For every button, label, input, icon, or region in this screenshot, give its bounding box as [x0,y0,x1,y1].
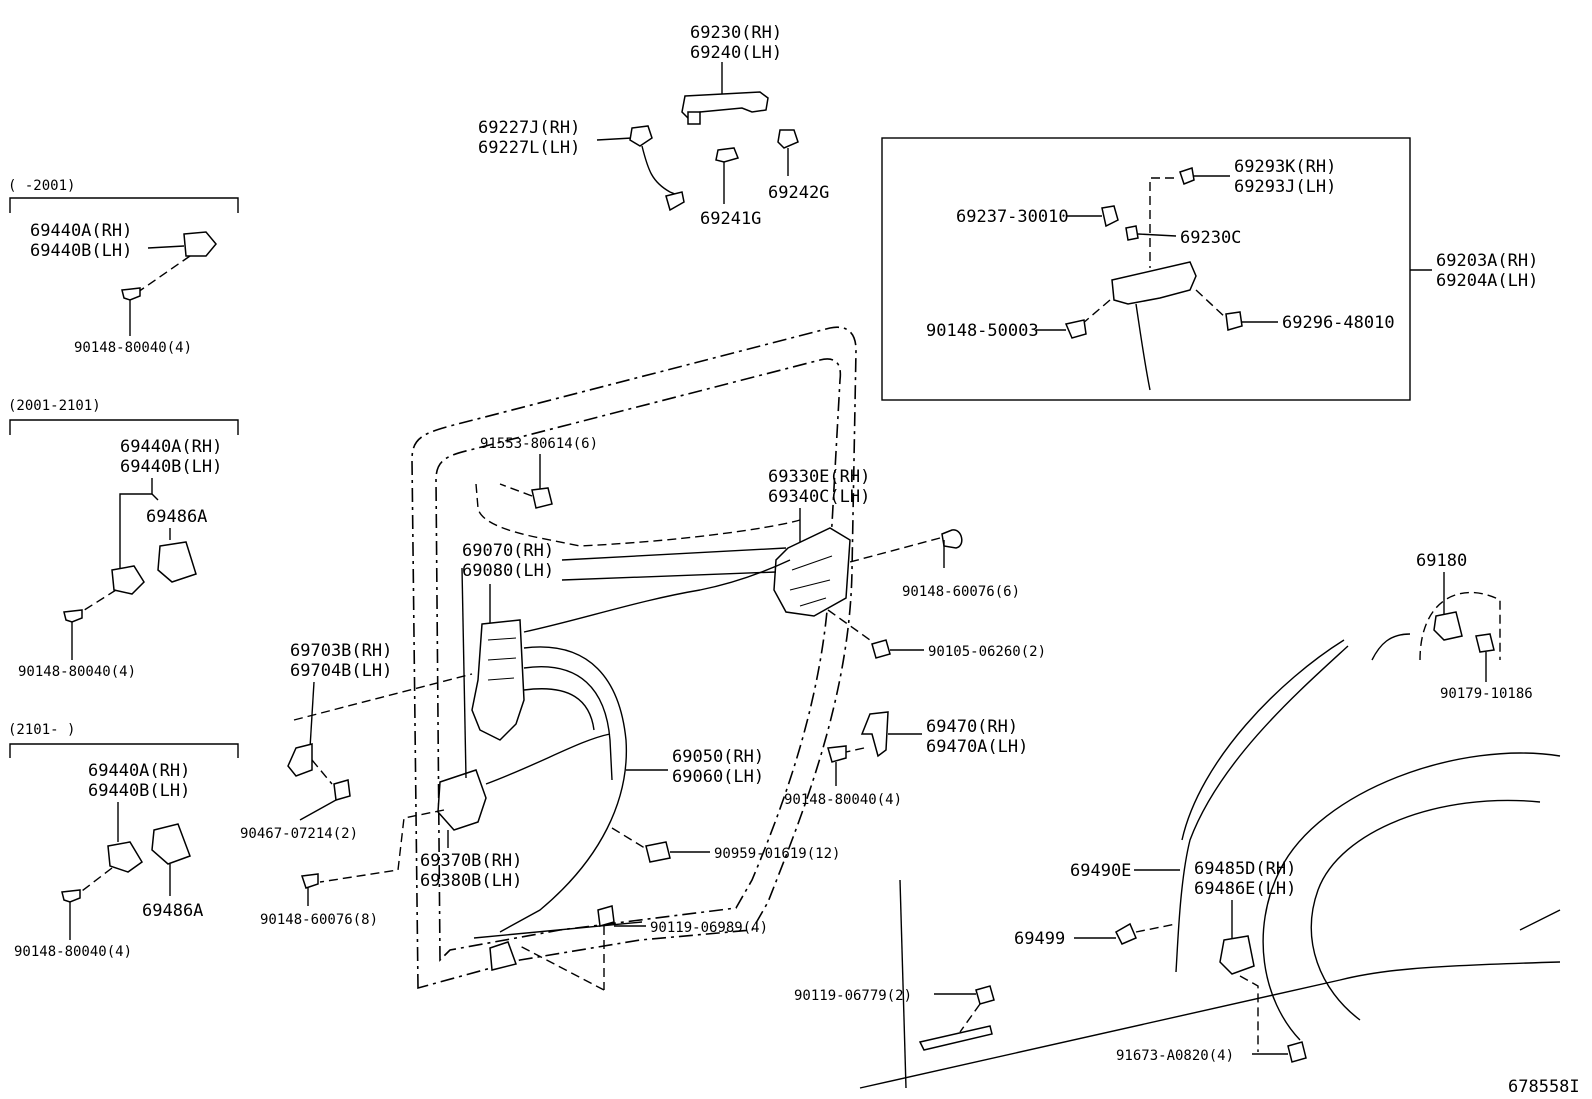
gasket-69486A-2 [157,541,197,583]
bolt-91673 [1287,1041,1307,1063]
label-69499[interactable]: 69499 [1014,929,1065,949]
label-69370B[interactable]: 69370B(RH) [420,851,522,871]
range-label-1[interactable]: ( -2001) [8,178,75,194]
label-69230[interactable]: 69230(RH) [690,23,782,43]
label-69050[interactable]: 69050(RH) [672,747,764,767]
bolt-91553 [531,487,553,509]
label-69330E[interactable]: 69330E(RH) [768,467,870,487]
label-69485D[interactable]: 69485D(RH) [1194,859,1296,879]
clip-69499 [1115,922,1137,945]
label-69230C[interactable]: 69230C [1180,228,1241,248]
bolt-90105 [871,639,891,659]
label-69440B-2[interactable]: 69440B(LH) [120,457,222,477]
label-69470[interactable]: 69470(RH) [926,717,1018,737]
label-69241G[interactable]: 69241G [700,209,761,229]
label-90119-06989[interactable]: 90119-06989(4) [650,920,768,936]
label-69486A-3[interactable]: 69486A [142,901,203,921]
label-69293K[interactable]: 69293K(RH) [1234,157,1336,177]
label-69227J[interactable]: 69227J(RH) [478,118,580,138]
label-90148-50003[interactable]: 90148-50003 [926,321,1039,341]
label-90148-60076-8[interactable]: 90148-60076(8) [260,912,378,928]
lower-lock-assembly [437,769,487,831]
clips-90959 [645,841,671,863]
fuel-lid-opener [1433,611,1463,641]
hinge-plate-3 [107,841,143,873]
label-69237[interactable]: 69237-30010 [956,207,1069,227]
label-69060[interactable]: 69060(LH) [672,767,764,787]
diagram-reference-number: 678558I [1508,1077,1580,1097]
label-69440A-3[interactable]: 69440A(RH) [88,761,190,781]
handle-assembly-box: 69293K(RH) 69293J(LH) 69237-30010 69230C… [881,137,1538,401]
gasket-69241G [715,147,740,163]
label-90148-60076-6[interactable]: 90148-60076(6) [902,584,1020,600]
door-lock-actuator [773,527,851,617]
label-69080[interactable]: 69080(LH) [462,561,554,581]
handle-frame-part [1111,261,1197,305]
label-69240[interactable]: 69240(LH) [690,43,782,63]
center-parts: 91553-80614(6) 69330E(RH) 69340C(LH) 690… [240,436,1046,991]
label-69440B-3[interactable]: 69440B(LH) [88,781,190,801]
label-90119-06779[interactable]: 90119-06779(2) [794,988,912,1004]
label-69242G[interactable]: 69242G [768,183,829,203]
label-69486A-2[interactable]: 69486A [146,507,207,527]
label-69704B[interactable]: 69704B(LH) [290,661,392,681]
label-90148-80040-4[interactable]: 90148-80040(4) [784,792,902,808]
label-91553[interactable]: 91553-80614(6) [480,436,598,452]
variant-before-2001: ( -2001) 69440A(RH) 69440B(LH) 90148-800… [8,178,239,356]
label-69340C[interactable]: 69340C(LH) [768,487,870,507]
sill-protector [918,1025,993,1051]
hinge-plate-2 [111,565,145,595]
label-91673[interactable]: 91673-A0820(4) [1116,1048,1234,1064]
variant-after-2101: (2101- ) 69440A(RH) 69440B(LH) 69486A 90… [8,722,239,960]
range-label-3[interactable]: (2101- ) [8,722,75,738]
label-69070[interactable]: 69070(RH) [462,541,554,561]
label-90467[interactable]: 90467-07214(2) [240,826,358,842]
bracket-69470 [860,711,889,758]
label-69703B[interactable]: 69703B(RH) [290,641,392,661]
label-69440A-2[interactable]: 69440A(RH) [120,437,222,457]
label-69203A[interactable]: 69203A(RH) [1436,251,1538,271]
bolt-90119-06989 [597,905,615,927]
label-69440B-1[interactable]: 69440B(LH) [30,241,132,261]
label-90148-80040-3[interactable]: 90148-80040(4) [14,944,132,960]
label-69490E[interactable]: 69490E [1070,861,1131,881]
hinge-plate-1 [183,231,217,257]
label-69204A[interactable]: 69204A(LH) [1436,271,1538,291]
protector-69485D [1219,935,1255,975]
label-90959[interactable]: 90959-01619(12) [714,846,840,862]
range-label-2[interactable]: (2001-2101) [8,398,101,414]
rear-lock-assembly [471,619,525,741]
gasket-69242G [777,129,799,149]
label-90148-80040-1[interactable]: 90148-80040(4) [74,340,192,356]
gasket-69486A-3 [151,823,191,865]
label-69440A-1[interactable]: 69440A(RH) [30,221,132,241]
label-69380B[interactable]: 69380B(LH) [420,871,522,891]
rod-69703B [287,743,313,777]
label-69296[interactable]: 69296-48010 [1282,313,1395,333]
outside-handle-part [681,91,769,122]
label-69293J[interactable]: 69293J(LH) [1234,177,1336,197]
rear-body-parts: 69180 90179-10186 69490E 69485D(RH) 6948… [794,551,1561,1089]
label-69180[interactable]: 69180 [1416,551,1467,571]
label-90179[interactable]: 90179-10186 [1440,686,1533,702]
label-90148-80040-2[interactable]: 90148-80040(4) [18,664,136,680]
label-69470A[interactable]: 69470A(LH) [926,737,1028,757]
label-69486E[interactable]: 69486E(LH) [1194,879,1296,899]
outside-handle-group: 69230(RH) 69240(LH) 69227J(RH) 69227L(LH… [478,23,829,229]
label-69227L[interactable]: 69227L(LH) [478,138,580,158]
variant-2001-2101: (2001-2101) 69440A(RH) 69440B(LH) 69486A… [8,398,239,680]
label-90105[interactable]: 90105-06260(2) [928,644,1046,660]
